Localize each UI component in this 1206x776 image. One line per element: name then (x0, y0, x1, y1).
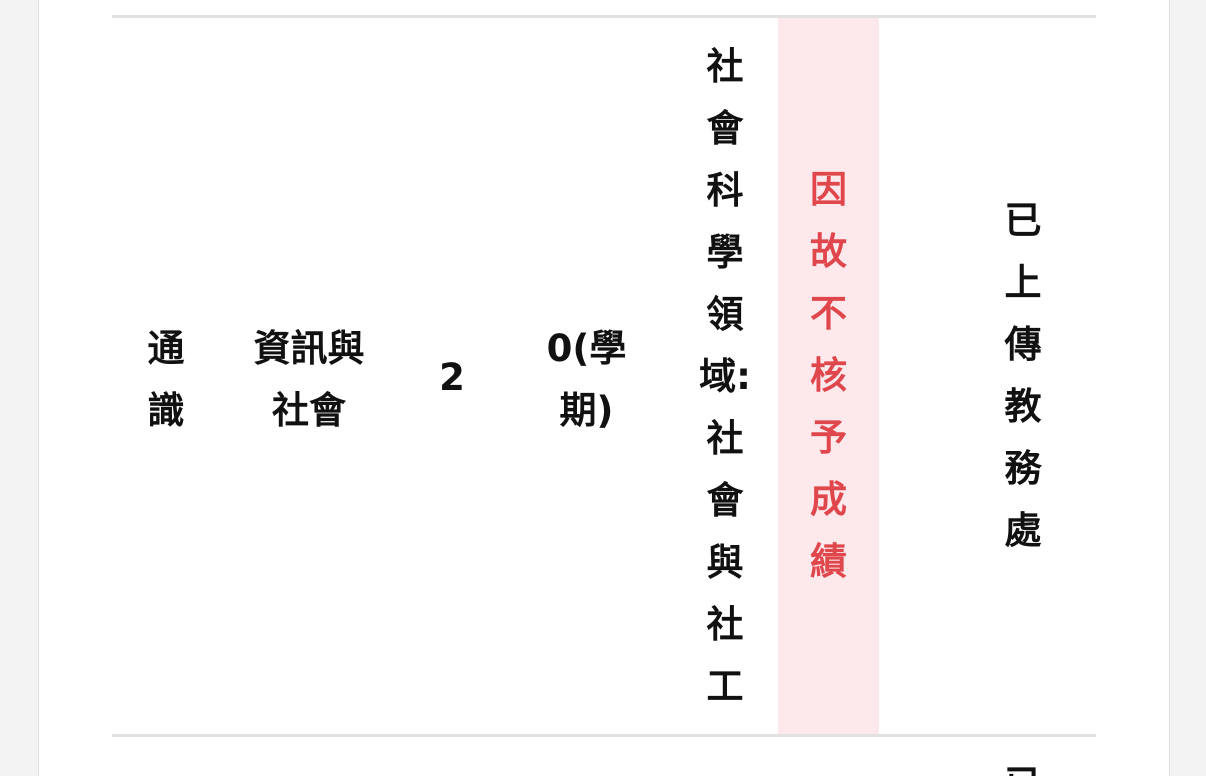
grade-status-highlight (778, 18, 879, 734)
hours-cell: 0(學期) (546, 327, 627, 432)
row-divider-bottom (112, 734, 1096, 737)
row-divider-top (112, 15, 1096, 18)
next-row-upload-status-cell: 已 (994, 754, 1052, 776)
upload-status-cell: 已上傳教務處 (1004, 199, 1042, 552)
credits-cell: 2 (439, 356, 465, 399)
course-domain-cell: 社會科學領域:社會與社工 (699, 45, 751, 708)
course-record-sheet: 通識 資訊與社會 2 0(學期) 社會科學領域:社會與社工 因故不核予成績 已上… (38, 0, 1170, 776)
course-category-cell: 通識 (147, 327, 185, 432)
course-name-cell: 資訊與社會 (253, 327, 365, 432)
grade-status-cell: 因故不核予成績 (810, 168, 847, 583)
